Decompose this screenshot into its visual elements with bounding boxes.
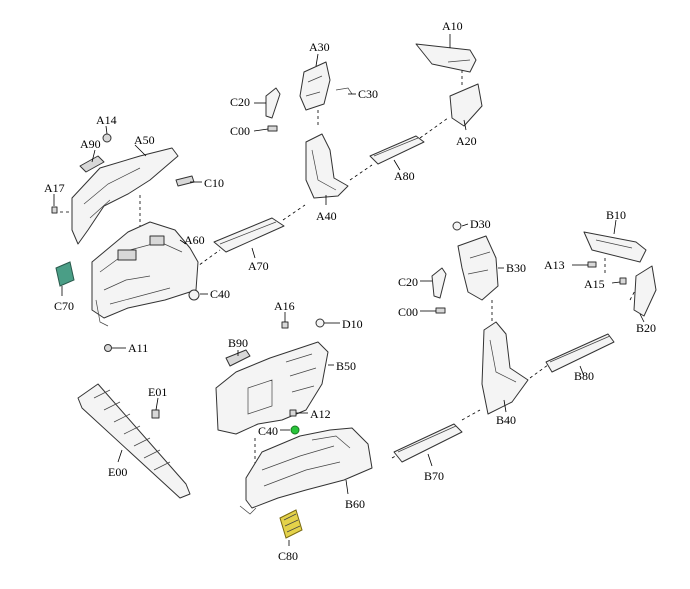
clip-c40-mid — [290, 425, 300, 435]
panel-b60 — [239, 427, 373, 515]
sill-a70 — [213, 217, 285, 253]
label-b70: B70 — [424, 469, 444, 483]
bracket-c20-right — [431, 267, 447, 299]
label-c10: C10 — [204, 176, 224, 190]
fastener-a14 — [102, 133, 112, 143]
label-c70: C70 — [54, 299, 74, 313]
clip-c00-upper — [267, 125, 278, 132]
label-c20-right: C20 — [398, 275, 418, 289]
pillar-b30 — [457, 235, 499, 301]
bracket-c20-upper — [265, 87, 281, 119]
label-c40-mid: C40 — [258, 424, 278, 438]
label-a16: A16 — [274, 299, 295, 313]
header-a10 — [415, 43, 477, 73]
label-a60: A60 — [184, 233, 205, 247]
clip-c30 — [335, 87, 353, 95]
label-a12: A12 — [310, 407, 331, 421]
label-b60: B60 — [345, 497, 365, 511]
leader-lines — [53, 34, 645, 546]
sill-b70 — [393, 423, 463, 463]
label-a13: A13 — [544, 258, 565, 272]
label-a10: A10 — [442, 19, 463, 33]
pillar-a40 — [305, 133, 349, 199]
clip-c10 — [175, 175, 195, 187]
header-b10 — [583, 231, 647, 263]
scuff-plate-e00 — [77, 383, 191, 499]
label-c30: C30 — [358, 87, 378, 101]
pillar-a30 — [299, 61, 331, 111]
pillar-a20 — [449, 83, 483, 127]
label-b90: B90 — [228, 336, 248, 350]
label-b40: B40 — [496, 413, 516, 427]
label-b80: B80 — [574, 369, 594, 383]
label-e00: E00 — [108, 465, 127, 479]
clip-d10 — [315, 318, 325, 328]
fastener-a11 — [104, 344, 112, 352]
label-b30: B30 — [506, 261, 526, 275]
panel-c70 — [55, 261, 75, 287]
fastener-a17 — [51, 206, 58, 214]
pillar-b40 — [481, 321, 529, 415]
fastener-e01 — [151, 409, 160, 419]
label-b10: B10 — [606, 208, 626, 222]
label-b20: B20 — [636, 321, 656, 335]
label-c00-right: C00 — [398, 305, 418, 319]
panel-b50 — [215, 341, 329, 435]
label-a20: A20 — [456, 134, 477, 148]
strip-a90 — [79, 155, 105, 173]
label-c20-upper: C20 — [230, 95, 250, 109]
quarter-trim-a60 — [91, 221, 199, 327]
label-c00-upper: C00 — [230, 124, 250, 138]
fastener-a12 — [289, 409, 297, 417]
fastener-a13 — [587, 261, 597, 268]
fastener-a16 — [281, 321, 289, 329]
label-a17: A17 — [44, 181, 65, 195]
label-a30: A30 — [309, 40, 330, 54]
sill-a80 — [369, 135, 425, 165]
label-a70: A70 — [248, 259, 269, 273]
clip-c40-upper — [188, 289, 200, 301]
label-a15: A15 — [584, 277, 605, 291]
strip-b90 — [225, 349, 251, 367]
panel-c80 — [279, 509, 303, 539]
label-d30: D30 — [470, 217, 491, 231]
pillar-b20 — [633, 265, 657, 317]
clip-d30 — [452, 221, 462, 231]
label-b50: B50 — [336, 359, 356, 373]
label-a11: A11 — [128, 341, 148, 355]
clip-c00-right — [435, 307, 446, 314]
label-d10: D10 — [342, 317, 363, 331]
callout-labels: A10 A30 C20 C30 C00 A20 A14 A90 A50 C10 … — [44, 19, 656, 563]
label-a50: A50 — [134, 133, 155, 147]
label-a14: A14 — [96, 113, 117, 127]
label-c40-upper: C40 — [210, 287, 230, 301]
label-c80: C80 — [278, 549, 298, 563]
trim-a50 — [71, 147, 179, 245]
sill-b80 — [545, 333, 615, 373]
label-e01: E01 — [148, 385, 167, 399]
label-a80: A80 — [394, 169, 415, 183]
fastener-a15 — [619, 277, 627, 285]
label-a40: A40 — [316, 209, 337, 223]
label-a90: A90 — [80, 137, 101, 151]
